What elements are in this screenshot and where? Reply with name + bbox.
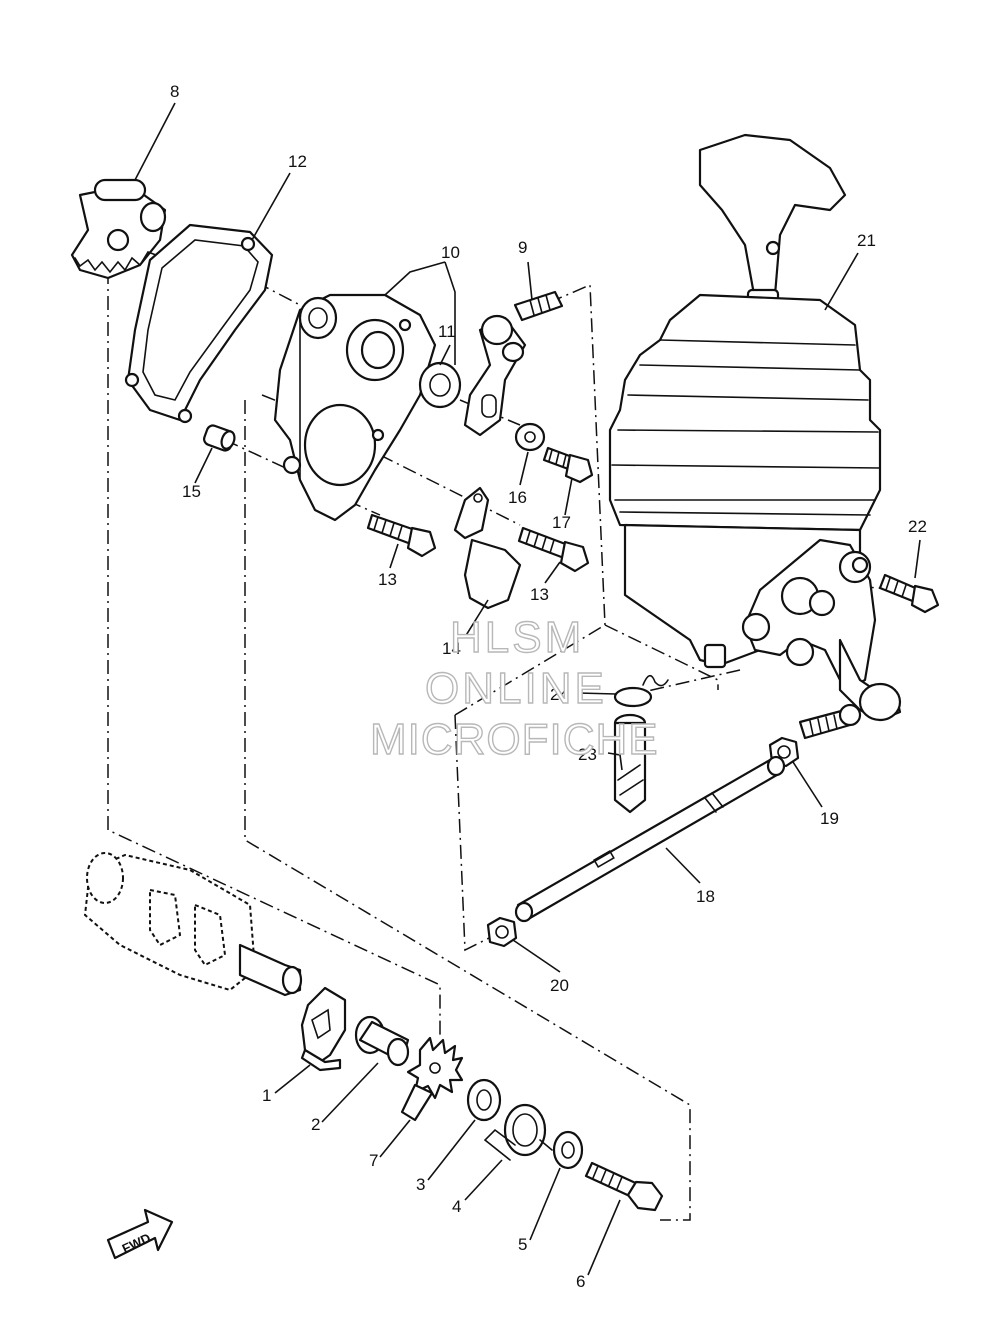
callout-4: 4 xyxy=(452,1197,461,1216)
part-23-bushing xyxy=(613,713,647,814)
callout-21: 21 xyxy=(857,231,876,250)
callout-2: 2 xyxy=(311,1115,320,1134)
watermark-line-1: HLSM xyxy=(450,613,584,662)
callout-7: 7 xyxy=(369,1151,378,1170)
callout-24: 24 xyxy=(550,685,569,704)
part-10-shift-cover xyxy=(273,293,437,522)
part-20-nut xyxy=(486,916,518,948)
part-2-collar xyxy=(354,1015,410,1067)
part-24-clip xyxy=(613,674,669,708)
part-3-washer xyxy=(466,1078,502,1122)
watermark-line-2: ONLINE xyxy=(425,664,607,713)
shift-linkage xyxy=(741,538,902,740)
part-22-bolt xyxy=(878,573,940,614)
part-12-gasket xyxy=(124,223,274,424)
callout-18: 18 xyxy=(696,887,715,906)
part-16-washer xyxy=(514,422,546,452)
callout-1: 1 xyxy=(262,1086,271,1105)
callout-20: 20 xyxy=(550,976,569,995)
part-8-shift-segment xyxy=(70,178,167,280)
part-9-lever xyxy=(463,314,527,437)
part-6-bolt xyxy=(584,1161,664,1212)
callout-13-right: 13 xyxy=(530,585,549,604)
part-1-plate xyxy=(300,986,347,1072)
callout-15: 15 xyxy=(182,482,201,501)
callout-13-left: 13 xyxy=(378,570,397,589)
part-14-clip xyxy=(453,486,522,610)
part-9-bolt xyxy=(513,290,564,322)
callout-12: 12 xyxy=(288,152,307,171)
callout-19: 19 xyxy=(820,809,839,828)
callout-9: 9 xyxy=(518,238,527,257)
callout-6: 6 xyxy=(576,1272,585,1291)
shift-drum xyxy=(83,852,303,997)
leader-lines xyxy=(134,102,921,1276)
callout-numbers: 8 12 10 9 21 11 15 16 17 22 13 13 14 24 … xyxy=(170,82,927,1291)
part-4-spring xyxy=(483,1103,553,1161)
watermark: HLSM ONLINE MICROFICHE xyxy=(369,612,659,764)
callout-11: 11 xyxy=(438,322,456,341)
callout-16: 16 xyxy=(508,488,527,507)
part-11-oil-seal xyxy=(418,361,462,409)
callout-23: 23 xyxy=(578,745,597,764)
part-18-shift-rod xyxy=(514,755,786,923)
callout-14: 14 xyxy=(442,639,461,658)
callout-17: 17 xyxy=(552,513,571,532)
fwd-arrow-icon: FWD xyxy=(106,1208,174,1260)
part-15-dowel-pin xyxy=(203,424,236,452)
callout-8: 8 xyxy=(170,82,179,101)
callout-10: 10 xyxy=(441,243,460,262)
watermark-line-3: MICROFICHE xyxy=(370,715,659,764)
callout-5: 5 xyxy=(518,1235,527,1254)
part-21-shift-lever xyxy=(608,133,882,669)
assembly-lines xyxy=(107,257,906,1221)
callout-3: 3 xyxy=(416,1175,425,1194)
part-17-bolt xyxy=(542,446,594,484)
callout-22: 22 xyxy=(908,517,927,536)
part-7-star xyxy=(400,1036,464,1122)
part-13-bolt-b xyxy=(517,526,590,573)
part-5-washer xyxy=(552,1130,584,1170)
part-13-bolt-a xyxy=(366,513,437,558)
